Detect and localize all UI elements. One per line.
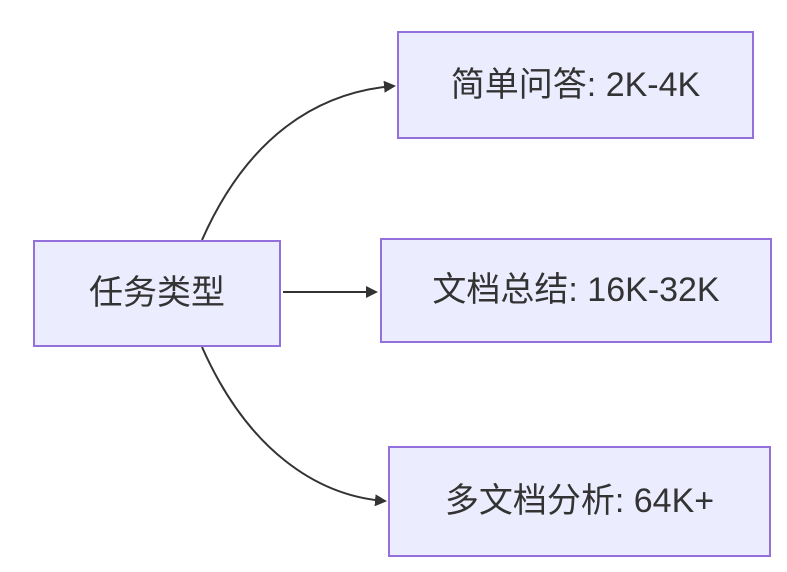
- node-simple-qa: 简单问答: 2K-4K: [397, 31, 754, 139]
- edge-root-to-multi-doc: [201, 346, 387, 507]
- node-multi-doc-label: 多文档分析: 64K+: [444, 482, 715, 521]
- node-task-type-label: 任务类型: [89, 274, 225, 313]
- node-doc-summary-label: 文档总结: 16K-32K: [432, 271, 720, 310]
- edge-root-to-simple-qa: [201, 80, 396, 241]
- node-simple-qa-label: 简单问答: 2K-4K: [450, 65, 701, 104]
- node-multi-doc: 多文档分析: 64K+: [388, 446, 771, 557]
- node-task-type: 任务类型: [33, 240, 281, 347]
- node-doc-summary: 文档总结: 16K-32K: [380, 238, 772, 343]
